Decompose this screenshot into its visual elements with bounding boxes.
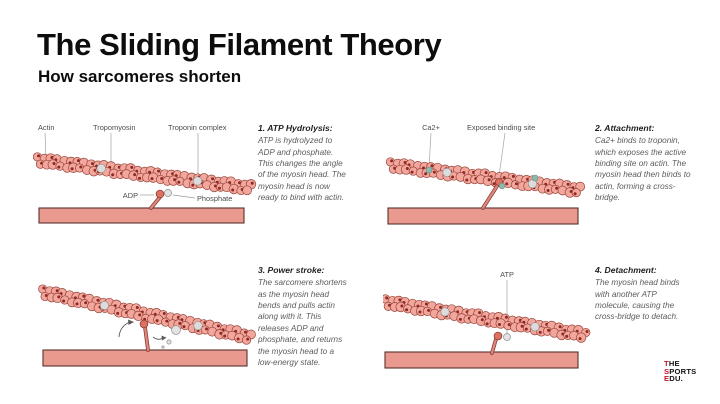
step-4: 4. Detachment: The myosin head binds wit… [595,264,692,323]
calcium-ion [531,174,539,182]
logo-line-1: THE [664,359,680,368]
released-phosphate [171,325,181,335]
myosin-thick-filament [387,207,579,225]
actin-label: Actin [38,123,54,132]
release-arrowhead [161,335,167,341]
myosin-thick-filament [384,351,579,369]
actin-filament [33,152,257,196]
step-2-text: Ca2+ binds to troponin, which exposes th… [595,136,691,203]
step-2-title: 2. Attachment: [595,123,655,133]
pivot-arrow [118,321,131,338]
step-2: 2. Attachment: Ca2+ binds to troponin, w… [595,122,692,204]
step-4-title: 4. Detachment: [595,265,657,275]
step-1: 1. ATP Hydrolysis: ATP is hydrolyzed to … [258,122,346,204]
phosphate-molecule [164,189,172,197]
actin-filament [38,284,256,345]
troponin-complex-label: Troponin complex [168,123,227,132]
myosin-head [155,189,165,199]
pivot-arrowhead [128,319,134,325]
step-3-text: The sarcomere shortens as the myosin hea… [258,278,347,368]
myosin-head [493,331,503,341]
phosphate-label: Phosphate [197,194,232,203]
diagram-step3-power-stroke [38,284,256,367]
released-molecule [161,345,165,349]
diagram-step4-detachment: ATP [383,270,591,369]
cross-bridge [481,181,501,210]
calcium-label: Ca2+ [422,123,440,132]
atp-label: ATP [500,270,514,279]
released-adp [166,339,172,345]
calcium-ion [498,182,506,190]
phosphate-leader-line [172,194,196,199]
actin-filament [383,294,591,343]
myosin-head-bent [139,319,149,329]
logo-line-2: SPORTS [664,366,697,376]
myosin-thick-filament [42,349,248,367]
release-arrow [152,336,164,340]
page-subtitle: How sarcomeres shorten [38,67,242,86]
atp-molecule [503,333,511,341]
logo-the-sports-edu: THE SPORTS EDU. [664,360,696,383]
calcium-leader-line [428,132,432,169]
diagram-step2-attachment: Ca2+ Exposed binding site [385,123,586,225]
step-3: 3. Power stroke: The sarcomere shortens … [258,264,350,369]
myosin-neck [143,325,150,352]
step-1-title: 1. ATP Hydrolysis: [258,123,333,133]
calcium-ion [425,166,433,174]
binding-site-leader-line [498,132,506,177]
myosin-neck [149,195,162,210]
step-4-text: The myosin head binds with another ATP m… [595,278,680,322]
logo-line-3: EDU. [664,374,683,384]
exposed-binding-site-label: Exposed binding site [467,123,535,132]
step-1-text: ATP is hydrolyzed to ADP and phosphate. … [258,136,346,203]
tropomyosin-label: Tropomyosin [93,123,135,132]
myosin-neck [490,337,498,355]
page-title: The Sliding Filament Theory [37,27,442,62]
adp-label: ADP [123,191,138,200]
diagram-step1-atp-hydrolysis: Actin Tropomyosin Troponin complex ADP P… [33,123,257,224]
step-3-title: 3. Power stroke: [258,265,325,275]
myosin-thick-filament [38,207,245,224]
actin-filament [385,157,586,198]
